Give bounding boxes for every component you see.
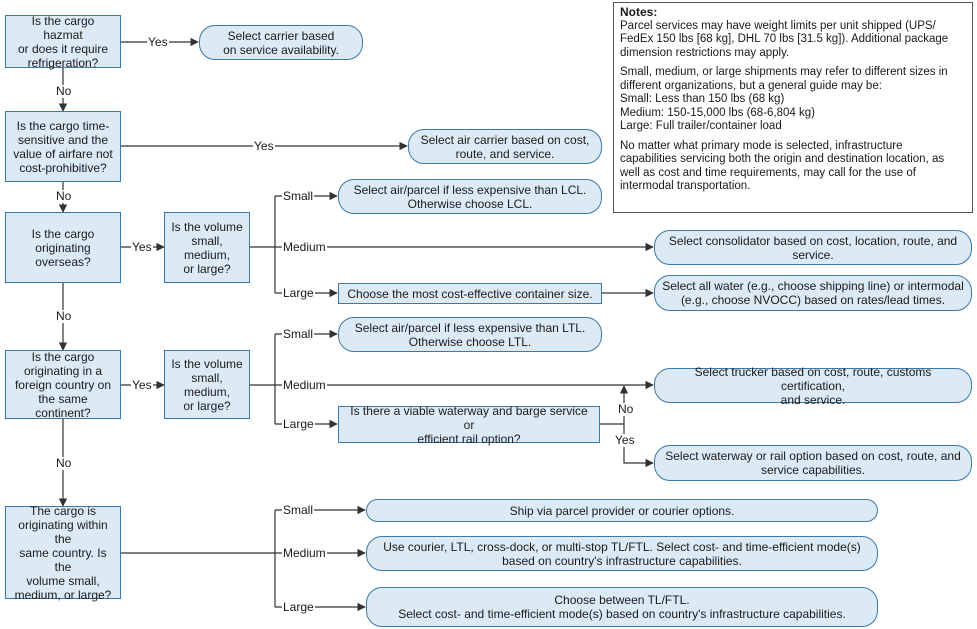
label-q3-yes: Yes xyxy=(131,240,153,254)
label-q1-no: No xyxy=(55,84,73,98)
label-q5-medium: Medium xyxy=(282,546,327,560)
label-q4-no: No xyxy=(55,456,73,470)
notes-box: Notes: Parcel services may have weight l… xyxy=(613,2,973,213)
question-overseas-volume: Is the volume small, medium, or large? xyxy=(164,212,250,283)
label-q3-no: No xyxy=(55,309,73,323)
notes-intermodal: No matter what primary mode is selected,… xyxy=(620,139,945,193)
label-q2-yes: Yes xyxy=(253,139,275,153)
result-overseas-small: Select air/parcel if less expensive than… xyxy=(338,179,602,214)
question-overseas: Is the cargo originating overseas? xyxy=(5,212,121,283)
notes-size-guide: Small, medium, or large shipments may re… xyxy=(620,66,948,132)
label-q4-large: Large xyxy=(282,417,315,431)
label-q3-large: Large xyxy=(282,286,315,300)
notes-title: Notes: xyxy=(620,5,658,19)
result-air-carrier: Select air carrier based on cost, route,… xyxy=(408,129,602,164)
notes-parcel-limits: Parcel services may have weight limits p… xyxy=(620,19,949,59)
question-same-country: The cargo is originating within the same… xyxy=(5,504,121,602)
label-q4-yes: Yes xyxy=(131,378,153,392)
label-waterway-no: No xyxy=(617,402,635,416)
result-country-medium: Use courier, LTL, cross-dock, or multi-s… xyxy=(366,536,878,571)
label-q4-medium: Medium xyxy=(282,378,327,392)
label-q5-large: Large xyxy=(282,600,315,614)
label-q3-small: Small xyxy=(282,189,315,203)
question-time-sensitive: Is the cargo time- sensitive and the val… xyxy=(5,111,121,182)
result-overseas-medium: Select consolidator based on cost, locat… xyxy=(654,230,972,265)
label-waterway-yes: Yes xyxy=(614,433,636,447)
label-q2-no: No xyxy=(55,189,73,203)
result-continent-small: Select air/parcel if less expensive than… xyxy=(338,317,602,352)
question-same-continent: Is the cargo originating in a foreign co… xyxy=(5,350,121,420)
label-q4-small: Small xyxy=(282,327,315,341)
result-waterway-rail: Select waterway or rail option based on … xyxy=(654,445,972,481)
result-select-carrier: Select carrier based on service availabi… xyxy=(199,25,363,60)
label-q1-yes: Yes xyxy=(147,35,169,49)
question-same-continent-volume: Is the volume small, medium, or large? xyxy=(164,350,250,419)
question-waterway: Is there a viable waterway and barge ser… xyxy=(338,404,600,446)
result-country-large: Choose between TL/FTL. Select cost- and … xyxy=(366,587,878,627)
result-continent-medium: Select trucker based on cost, route, cus… xyxy=(654,365,972,407)
label-q3-medium: Medium xyxy=(282,240,327,254)
result-overseas-water: Select all water (e.g., choose shipping … xyxy=(654,275,972,311)
label-q5-small: Small xyxy=(282,503,315,517)
result-container-size: Choose the most cost-effective container… xyxy=(338,283,602,304)
result-country-small: Ship via parcel provider or courier opti… xyxy=(366,499,878,522)
question-hazmat: Is the cargo hazmat or does it require r… xyxy=(5,14,121,70)
